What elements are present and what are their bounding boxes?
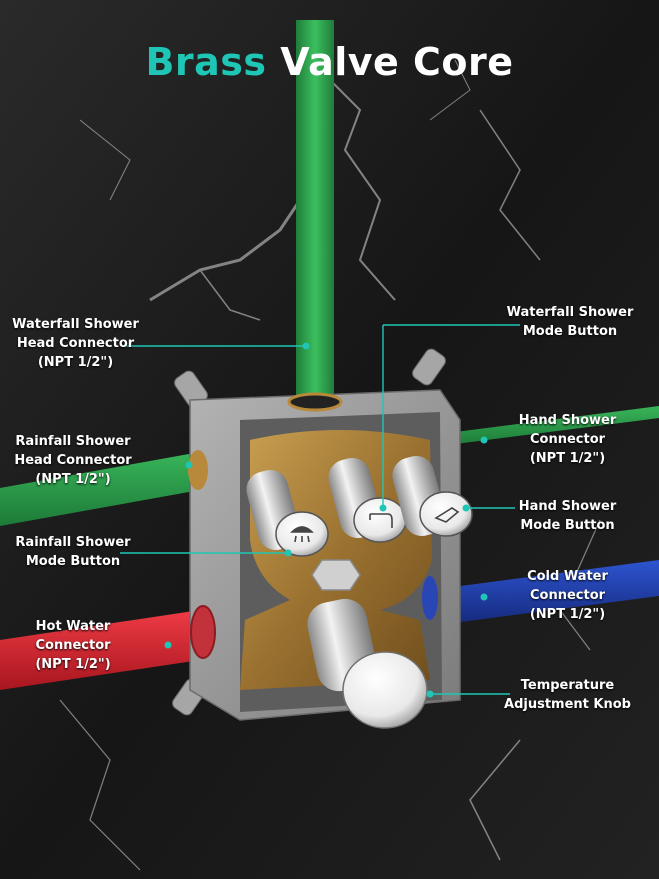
waterfall-icon xyxy=(369,513,393,528)
callout-hand-button: Hand Shower Mode Button xyxy=(505,497,630,535)
callout-line: Rainfall Shower xyxy=(15,434,131,449)
cold-water-pipe xyxy=(430,560,659,626)
callout-line: Connector xyxy=(529,588,606,603)
title-brass: Brass xyxy=(145,40,267,84)
callout-line: Adjustment Knob xyxy=(504,697,631,712)
callout-waterfall-button: Waterfall Shower Mode Button xyxy=(495,303,645,341)
waterfall-outlet-ring xyxy=(287,392,343,412)
hot-water-pipe xyxy=(0,610,200,690)
callout-line: Head Connector xyxy=(14,453,132,468)
hex-nut xyxy=(311,559,361,591)
callout-line: Rainfall Shower xyxy=(15,535,131,550)
callout-line: Cold Water xyxy=(527,569,608,584)
callout-rainfall-button: Rainfall Shower Mode Button xyxy=(8,533,138,571)
callout-line: (NPT 1/2") xyxy=(35,657,111,672)
hand-shower-icon xyxy=(434,507,460,523)
callout-cold-connector: Cold Water Connector (NPT 1/2") xyxy=(510,567,625,624)
marble-veins xyxy=(59,59,601,871)
callout-temperature-knob: Temperature Adjustment Knob xyxy=(500,676,635,714)
callout-line: Hand Shower xyxy=(518,499,617,514)
callout-line: Connector xyxy=(529,432,606,447)
callout-line: (NPT 1/2") xyxy=(529,607,606,622)
page-title: Brass Valve Core xyxy=(0,40,659,84)
callout-line: Mode Button xyxy=(25,554,121,569)
hot-inlet-ring xyxy=(190,605,216,659)
callout-line: Connector xyxy=(35,638,111,653)
waterfall-pipe xyxy=(296,20,334,410)
callout-hand-connector: Hand Shower Connector (NPT 1/2") xyxy=(505,411,630,468)
callout-rainfall-connector: Rainfall Shower Head Connector (NPT 1/2"… xyxy=(8,432,138,489)
callout-line: (NPT 1/2") xyxy=(35,472,111,487)
callout-line: Temperature xyxy=(520,678,615,693)
cold-inlet-ring xyxy=(422,576,438,620)
callout-line: Waterfall Shower xyxy=(506,305,634,320)
callout-line: Hot Water xyxy=(35,619,111,634)
callout-hot-connector: Hot Water Connector (NPT 1/2") xyxy=(18,617,128,674)
callout-line: Mode Button xyxy=(520,518,615,533)
rainfall-outlet-ring xyxy=(188,450,208,490)
rain-shower-icon xyxy=(290,526,314,543)
temperature-knob xyxy=(342,651,428,729)
callout-line: (NPT 1/2") xyxy=(37,355,114,370)
callout-line: Hand Shower xyxy=(518,413,617,428)
title-valve-core: Valve Core xyxy=(280,40,514,84)
leader-dots xyxy=(164,342,488,698)
rainfall-pipe xyxy=(0,452,200,526)
callout-line: Waterfall Shower xyxy=(12,317,139,332)
callout-line: Head Connector xyxy=(16,336,135,351)
hand-shower-pipe xyxy=(440,406,659,446)
callout-line: (NPT 1/2") xyxy=(529,451,606,466)
callout-waterfall-connector: Waterfall Shower Head Connector (NPT 1/2… xyxy=(8,315,143,372)
leader-lines xyxy=(120,324,520,695)
mode-buttons xyxy=(246,455,473,557)
callout-line: Mode Button xyxy=(522,324,618,339)
